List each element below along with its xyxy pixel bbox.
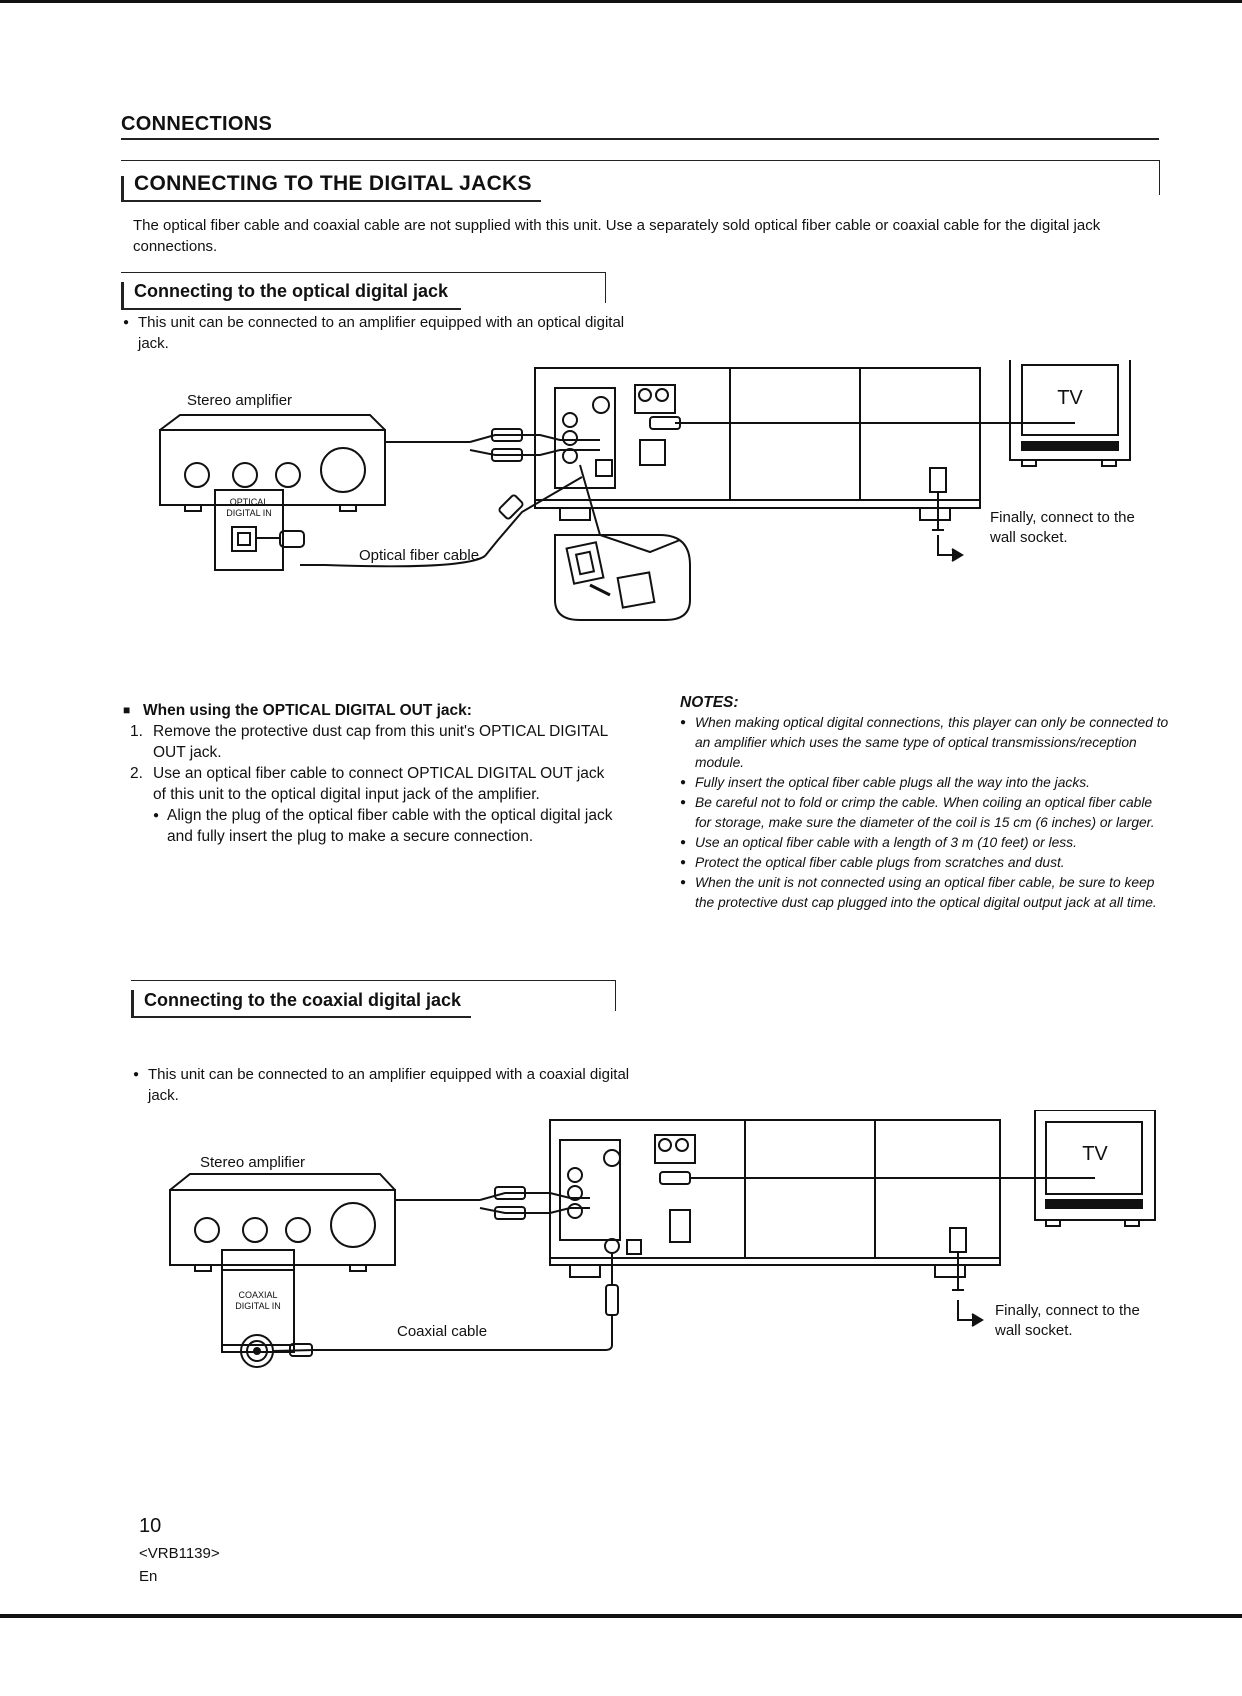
- note-item: When making optical digital connections,…: [680, 713, 1170, 773]
- dvd-player-rear-icon: [549, 1119, 1001, 1278]
- optical-socket-label-2: wall socket.: [989, 529, 1068, 546]
- optical-step-2: 2.Use an optical fiber cable to connect …: [130, 765, 605, 803]
- notes-section: NOTES: When making optical digital conne…: [680, 693, 1170, 913]
- optical-step-1: 1.Remove the protective dust cap from th…: [130, 723, 608, 761]
- note-item: Fully insert the optical fiber cable plu…: [680, 773, 1170, 793]
- title-box-underline: [121, 200, 541, 202]
- coaxial-heading: Connecting to the coaxial digital jack: [144, 990, 462, 1010]
- optical-heading-underline: [121, 308, 461, 310]
- tv-icon: [1034, 1110, 1156, 1227]
- language-code: En: [139, 1568, 158, 1585]
- coaxial-socket-label-2: wall socket.: [994, 1322, 1073, 1339]
- optical-connection-diagram: Stereo amplifier OPTICAL DIGITAL IN Opti…: [159, 360, 1135, 621]
- page-title: CONNECTING TO THE DIGITAL JACKS: [134, 172, 532, 195]
- stereo-amplifier-icon: [159, 414, 386, 512]
- optical-step-2-sub: ●Align the plug of the optical fiber cab…: [153, 807, 613, 845]
- dvd-player-rear-icon: [534, 367, 981, 521]
- top-border: [0, 0, 1242, 3]
- optical-heading-frame: [121, 272, 606, 303]
- doc-code: <VRB1139>: [139, 1545, 220, 1562]
- optical-digital-in-jack-icon: [214, 489, 305, 571]
- stereo-amplifier-icon: [169, 1173, 396, 1272]
- coaxial-cable-label: Coaxial cable: [397, 1323, 487, 1340]
- optical-jack-label-1: OPTICAL: [230, 497, 269, 507]
- title-box-bar: [121, 176, 124, 202]
- optical-amp-label: Stereo amplifier: [187, 392, 292, 409]
- optical-cable-label: Optical fiber cable: [359, 547, 479, 564]
- note-item: When the unit is not connected using an …: [680, 873, 1170, 913]
- tv-icon: [1009, 360, 1131, 467]
- wall-plug-icon: [929, 467, 964, 562]
- coaxial-connection-diagram: Stereo amplifier COAXIAL DIGITAL IN Coax…: [169, 1110, 1156, 1368]
- coaxial-heading-frame: [131, 980, 616, 1011]
- optical-heading: Connecting to the optical digital jack: [134, 281, 449, 301]
- page-number: 10: [139, 1515, 162, 1537]
- optical-steps: ■When using the OPTICAL DIGITAL OUT jack…: [121, 700, 621, 847]
- notes-title: NOTES:: [680, 694, 739, 711]
- coaxial-bullet: This unit can be connected to an amplifi…: [133, 1064, 648, 1106]
- title-box-frame: [121, 160, 1160, 195]
- section-rule: [121, 138, 1159, 140]
- coaxial-heading-bar: [131, 990, 134, 1018]
- optical-socket-label-1: Finally, connect to the: [990, 509, 1135, 526]
- note-item: Protect the optical fiber cable plugs fr…: [680, 853, 1170, 873]
- coaxial-jack-label-2: DIGITAL IN: [235, 1301, 281, 1311]
- intro-paragraph: The optical fiber cable and coaxial cabl…: [133, 217, 1101, 255]
- coaxial-socket-label-1: Finally, connect to the: [995, 1302, 1140, 1319]
- optical-heading-bar: [121, 282, 124, 310]
- coaxial-jack-label-1: COAXIAL: [238, 1290, 277, 1300]
- optical-jack-label-2: DIGITAL IN: [226, 508, 272, 518]
- optical-tv-label: TV: [1057, 387, 1083, 409]
- wall-plug-icon: [949, 1227, 984, 1327]
- note-item: Use an optical fiber cable with a length…: [680, 833, 1170, 853]
- coaxial-heading-underline: [131, 1016, 471, 1018]
- coaxial-tv-label: TV: [1082, 1143, 1108, 1165]
- note-item: Be careful not to fold or crimp the cabl…: [680, 793, 1170, 833]
- optical-steps-header: ■When using the OPTICAL DIGITAL OUT jack…: [123, 702, 472, 719]
- dust-cap-detail-icon: [554, 534, 691, 621]
- optical-bullet: This unit can be connected to an amplifi…: [123, 312, 628, 354]
- bottom-border: [0, 1614, 1242, 1618]
- section-label: CONNECTIONS: [121, 113, 273, 135]
- coaxial-amp-label: Stereo amplifier: [200, 1154, 305, 1171]
